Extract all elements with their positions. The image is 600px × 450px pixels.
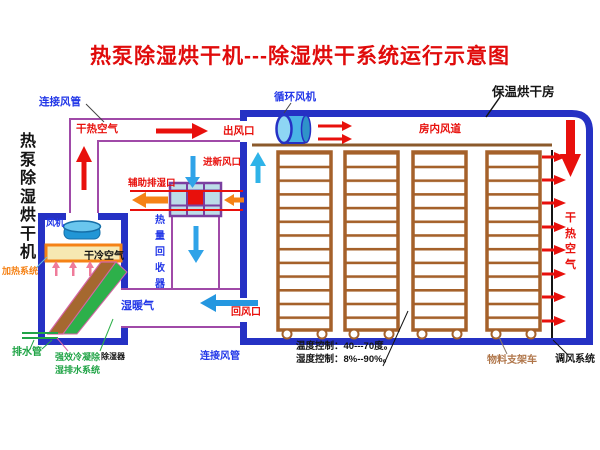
rack-cart bbox=[276, 150, 333, 340]
dry-hot-air-label: 干热空气 bbox=[76, 123, 118, 135]
temp-control-label: 温度控制：40---70度。 bbox=[296, 341, 394, 352]
machine-fan-label: 风机 bbox=[46, 218, 65, 228]
hot-air-down-arrow bbox=[560, 120, 581, 177]
heat-recovery-unit bbox=[168, 181, 223, 218]
circulation-fan-label: 循环风机 bbox=[274, 91, 316, 103]
outlet-label: 出风口 bbox=[223, 125, 255, 137]
recovered-air-down-arrow bbox=[188, 226, 204, 263]
fresh-air-inlet-label: 进新风口 bbox=[203, 157, 242, 168]
air-adjust-system-label: 调风系统 bbox=[555, 354, 595, 365]
humidity-control-label: 湿度控制：8%--90%。 bbox=[296, 354, 393, 365]
drain-pipe-shape bbox=[22, 332, 58, 339]
dehumidifier-label: 除湿器 bbox=[101, 352, 125, 361]
insulated-room-label: 保温烘干房 bbox=[492, 85, 555, 99]
leader-lines bbox=[29, 96, 569, 367]
wet-warm-air-label: 湿暖气 bbox=[121, 300, 154, 312]
dry-hot-air-up-arrow bbox=[76, 146, 92, 190]
heater bbox=[44, 243, 123, 263]
machine-fan bbox=[62, 220, 102, 240]
fresh-air-down-arrow bbox=[185, 156, 200, 188]
heater-glow-arrows bbox=[52, 261, 94, 276]
connect-duct-top-label: 连接风管 bbox=[39, 96, 81, 108]
moisture-exhaust-pipes bbox=[130, 190, 243, 211]
diagram-title: 热泵除湿烘干机---除湿烘干系统运行示意图 bbox=[90, 45, 510, 68]
rack-cart bbox=[343, 150, 400, 340]
circulation-fan-shape bbox=[275, 113, 312, 145]
outlet-right-arrow bbox=[156, 123, 208, 139]
machine-wall bbox=[38, 208, 130, 345]
return-air-inlet-label: 回风口 bbox=[231, 307, 261, 318]
room-air-up-arrow bbox=[250, 152, 266, 183]
indoor-duct-label: 房内风道 bbox=[419, 123, 461, 135]
fan-flow-arrows bbox=[318, 121, 352, 144]
aux-moisture-left-arrow bbox=[132, 192, 244, 208]
vent-arrows bbox=[542, 152, 566, 326]
drain-pipe-label: 排水管 bbox=[12, 347, 42, 358]
heat-recovery-label: 热量回收器 bbox=[155, 215, 165, 290]
connect-duct-bottom-label: 连接风管 bbox=[200, 351, 240, 362]
heating-system-label: 加热系统 bbox=[2, 266, 39, 276]
connecting-ducts bbox=[69, 118, 240, 328]
return-air-left-arrow bbox=[200, 294, 258, 312]
evaporator-coil bbox=[46, 261, 128, 335]
condensate-system-label: 强效冷凝除湿排水系统 bbox=[55, 352, 101, 375]
aux-moisture-outlet-label: 辅助排湿口 bbox=[128, 178, 176, 189]
dry-cold-air-label: 干冷空气 bbox=[84, 251, 124, 262]
machine-name-vertical: 热泵除湿烘干机 bbox=[20, 133, 37, 261]
rack-cart bbox=[485, 150, 542, 340]
rack-cart bbox=[411, 150, 468, 340]
material-rack-cart-label: 物料支架车 bbox=[487, 355, 537, 366]
dry-hot-air-vertical-label: 干热空气 bbox=[565, 212, 576, 271]
